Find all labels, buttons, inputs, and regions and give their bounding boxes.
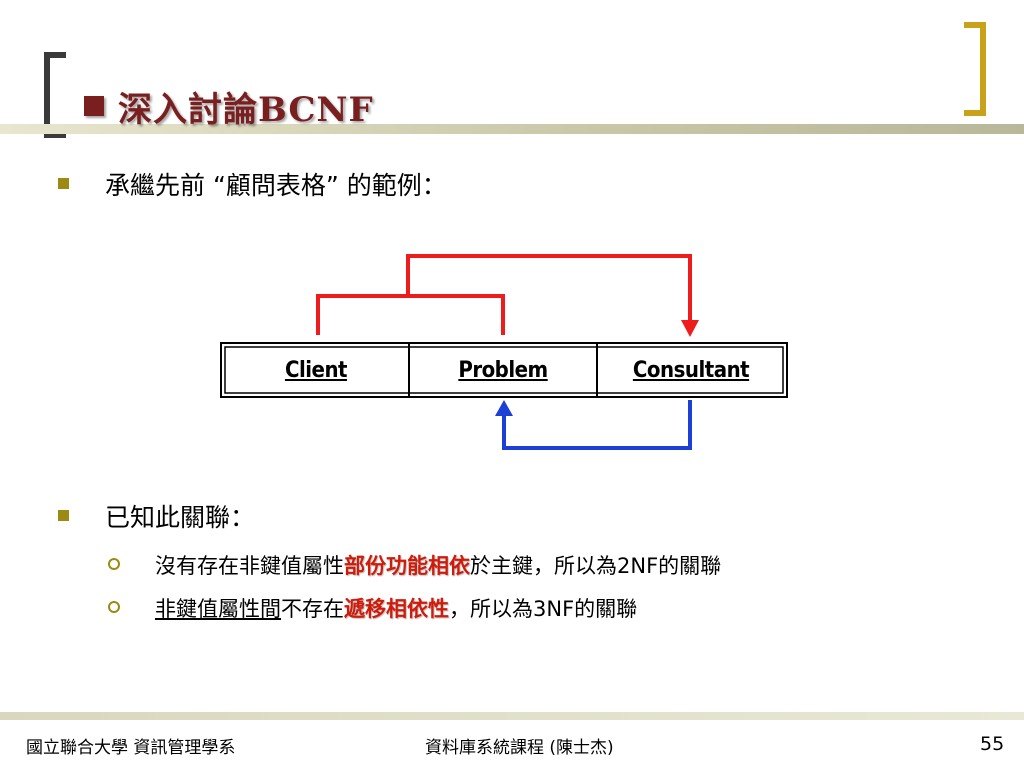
slide-title: 深入討論BCNF [84,84,374,130]
circle-bullet-icon [108,601,120,613]
title-underline-bar [0,124,1024,134]
column-problem: Problem [458,357,548,383]
left-bracket-decoration [44,52,66,138]
footer-course: 資料庫系統課程 (陳士杰) [425,738,614,758]
blue-dependency-arrow [495,400,692,450]
footer-band [0,712,1024,720]
right-bracket-decoration [964,22,986,116]
bullet-1-text: 承繼先前 “顧問表格” 的範例： [105,171,447,200]
title-text: 深入討論BCNF [118,89,374,130]
footer-department: 國立聯合大學 資訊管理學系 [26,738,236,758]
sub-bullet-2-highlight: 遞移相依性 [344,597,449,621]
sub-bullet-2: 非鍵值屬性間不存在遞移相依性，所以為3NF的關聯 [155,593,637,623]
sub-bullet-1-part2: 於主鍵，所以為2NF的關聯 [470,554,722,578]
sub-bullet-1-highlight: 部份功能相依 [344,554,470,578]
sub-bullet-2-part1: 不存在 [281,597,344,621]
sub-bullet-1: 沒有存在非鍵值屬性部份功能相依於主鍵，所以為2NF的關聯 [155,550,721,580]
column-client: Client [284,357,348,383]
square-bullet-icon [84,96,104,116]
column-consultant: Consultant [632,357,750,383]
red-dependency-arrow [316,254,699,337]
sub-bullet-1-part1: 沒有存在非鍵值屬性 [155,554,344,578]
footer-page-number: 55 [980,733,1005,755]
sub-bullet-2-underlined: 非鍵值屬性間 [155,597,281,621]
sub-bullet-2-part2: ，所以為3NF的關聯 [449,597,638,621]
bullet-2-text: 已知此關聯： [105,503,256,532]
square-bullet-icon [58,510,69,521]
square-bullet-icon [58,178,69,189]
circle-bullet-icon [108,558,120,570]
